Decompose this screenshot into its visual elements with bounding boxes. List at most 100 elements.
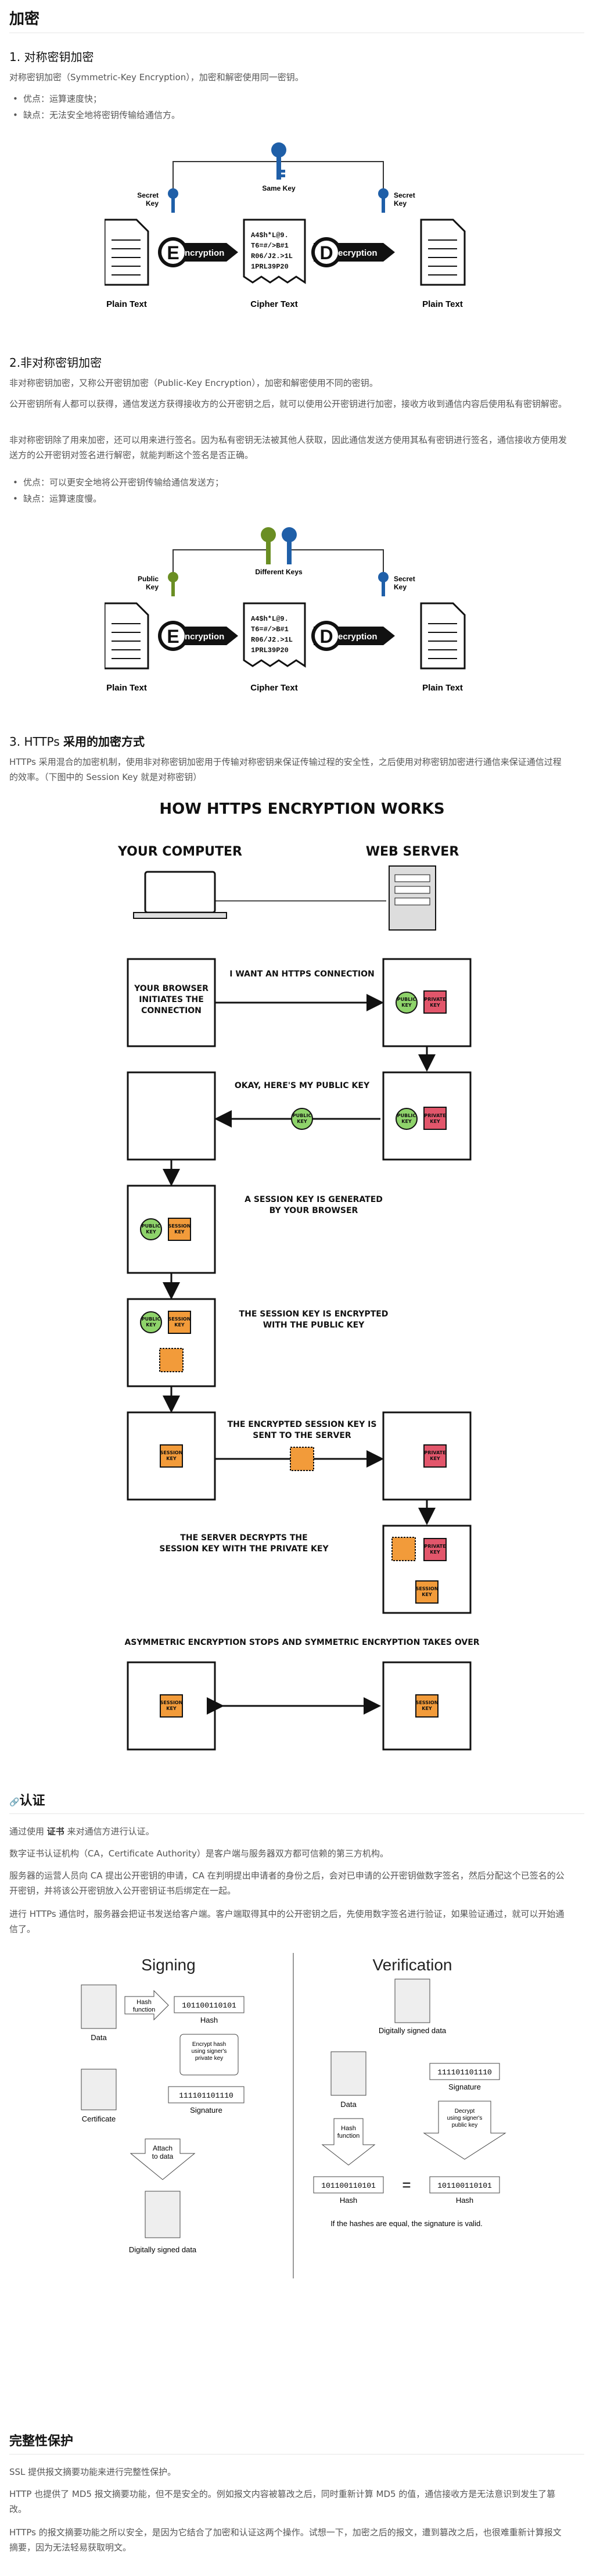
svg-text:D: D bbox=[319, 242, 333, 263]
page-title: 加密 bbox=[9, 10, 40, 28]
same-key-icon bbox=[271, 142, 286, 180]
plain-text-doc-left bbox=[105, 602, 149, 670]
svg-text:Digitally signed data: Digitally signed data bbox=[129, 2245, 197, 2254]
section-title-asymmetric: 2.非对称密钥加密 bbox=[9, 356, 102, 370]
signed-data-icon bbox=[145, 2191, 181, 2238]
svg-text:Signature: Signature bbox=[448, 2083, 481, 2091]
section-title-integrity: 完整性保护 bbox=[9, 2434, 74, 2449]
svg-text:A4$h*L@9.: A4$h*L@9. bbox=[251, 231, 289, 239]
asymmetric-desc-1: 非对称密钥加密，又称公开密钥加密（Public-Key Encryption），… bbox=[9, 378, 378, 388]
cipher-text-caption: Cipher Text bbox=[250, 683, 297, 693]
certificate-icon bbox=[81, 2069, 117, 2110]
step1-label: I WANT AN HTTPS CONNECTION bbox=[229, 969, 374, 979]
symmetric-desc: 对称密钥加密（Symmetric-Key Encryption），加密和解密使用… bbox=[9, 72, 304, 83]
server-icon bbox=[389, 865, 436, 931]
svg-text:101100110101: 101100110101 bbox=[182, 2001, 236, 2010]
svg-text:ecryption: ecryption bbox=[338, 632, 378, 642]
svg-text:T6=#/>B#1: T6=#/>B#1 bbox=[251, 625, 289, 634]
plain-text-caption-left: Plain Text bbox=[106, 299, 147, 309]
svg-text:T6=#/>B#1: T6=#/>B#1 bbox=[251, 242, 289, 250]
cipher-text-box: A4$h*L@9. T6=#/>B#1 R06/J2.>1L 1PRL39P20 bbox=[243, 602, 306, 668]
asymmetric-pro: 优点：可以更安全地将公开密钥传输给通信发送方； bbox=[13, 475, 224, 489]
server-box-final bbox=[382, 1661, 472, 1751]
verification-title: Verification bbox=[373, 1956, 452, 1974]
svg-text:111101101110: 111101101110 bbox=[437, 2068, 492, 2077]
equal-note: If the hashes are equal, the signature i… bbox=[330, 2219, 483, 2228]
your-computer-label: YOUR COMPUTER bbox=[117, 845, 242, 859]
section-title-auth: 🔗认证 bbox=[9, 1794, 45, 1808]
https-desc: HTTPs 采用混合的加密机制，使用非对称密钥加密用于传输对称密钥来保证传输过程… bbox=[9, 757, 562, 782]
svg-text:Data: Data bbox=[340, 2100, 357, 2109]
svg-text:111101101110: 111101101110 bbox=[179, 2091, 233, 2100]
secret-key-icon-left bbox=[168, 188, 178, 213]
svg-text:ncryption: ncryption bbox=[185, 248, 224, 258]
plain-text-doc-left bbox=[105, 219, 149, 286]
svg-text:Data: Data bbox=[91, 2033, 107, 2042]
secret-key-icon bbox=[378, 572, 389, 596]
svg-text:Certificate: Certificate bbox=[82, 2115, 116, 2123]
session-key-badge bbox=[168, 1218, 191, 1241]
https-diagram: HOW HTTPS ENCRYPTION WORKS YOUR COMPUTER… bbox=[117, 800, 480, 1751]
encrypted-session-key-icon bbox=[159, 1348, 184, 1372]
section-title-https: 3. HTTPs 采用的加密方式 bbox=[9, 735, 145, 749]
svg-text:1PRL39P20: 1PRL39P20 bbox=[251, 646, 289, 654]
plain-text-doc-right bbox=[420, 219, 466, 286]
plain-text-caption-right: Plain Text bbox=[422, 299, 463, 309]
svg-text:Hash: Hash bbox=[456, 2196, 473, 2205]
same-key-label: Same Key bbox=[262, 184, 296, 192]
svg-text:=: = bbox=[402, 2176, 411, 2194]
svg-text:E: E bbox=[167, 242, 179, 263]
svg-text:Hash: Hash bbox=[340, 2196, 357, 2205]
svg-text:101100110101: 101100110101 bbox=[321, 2181, 376, 2190]
svg-text:A4$h*L@9.: A4$h*L@9. bbox=[251, 615, 289, 623]
laptop-icon bbox=[133, 871, 227, 919]
asymmetric-desc-2: 公开密钥所有人都可以获得，通信发送方获得接收方的公开密钥之后，就可以使用公开密钥… bbox=[9, 399, 567, 409]
plain-text-doc-right bbox=[420, 602, 466, 670]
link-icon: 🔗 bbox=[9, 1798, 20, 1807]
auth-p3: 服务器的运营人员向 CA 提出公开密钥的申请，CA 在判明提出申请者的身份之后，… bbox=[9, 1870, 565, 1896]
asymmetric-desc-3: 非对称密钥除了用来加密，还可以用来进行签名。因为私有密钥无法被其他人获取，因此通… bbox=[9, 435, 567, 460]
integrity-p1: SSL 提供报文摘要功能来进行完整性保护。 bbox=[9, 2467, 177, 2477]
encryption-arrow: E ncryption bbox=[158, 237, 238, 267]
step2-label: OKAY, HERE'S MY PUBLIC KEY bbox=[235, 1081, 370, 1090]
svg-text:ecryption: ecryption bbox=[338, 248, 378, 258]
auth-p1: 通过使用 证书 来对通信方进行认证。 bbox=[9, 1826, 154, 1837]
encryption-arrow: E ncryption bbox=[158, 621, 238, 651]
svg-text:Digitally signed data: Digitally signed data bbox=[379, 2026, 447, 2035]
private-key-badge bbox=[423, 990, 447, 1014]
different-keys-green-icon bbox=[261, 527, 276, 564]
auth-p2: 数字证书认证机构（CA，Certificate Authority）是客户端与服… bbox=[9, 1848, 389, 1859]
plain-text-caption-right: Plain Text bbox=[422, 683, 463, 693]
svg-text:1PRL39P20: 1PRL39P20 bbox=[251, 263, 289, 271]
svg-text:101100110101: 101100110101 bbox=[437, 2181, 492, 2190]
svg-text:R06/J2.>1L: R06/J2.>1L bbox=[251, 636, 293, 644]
web-server-label: WEB SERVER bbox=[366, 845, 459, 859]
svg-text:ncryption: ncryption bbox=[185, 632, 224, 642]
symmetric-con: 缺点：无法安全地将密钥传输给通信方。 bbox=[13, 108, 180, 122]
svg-text:Signature: Signature bbox=[190, 2106, 222, 2115]
